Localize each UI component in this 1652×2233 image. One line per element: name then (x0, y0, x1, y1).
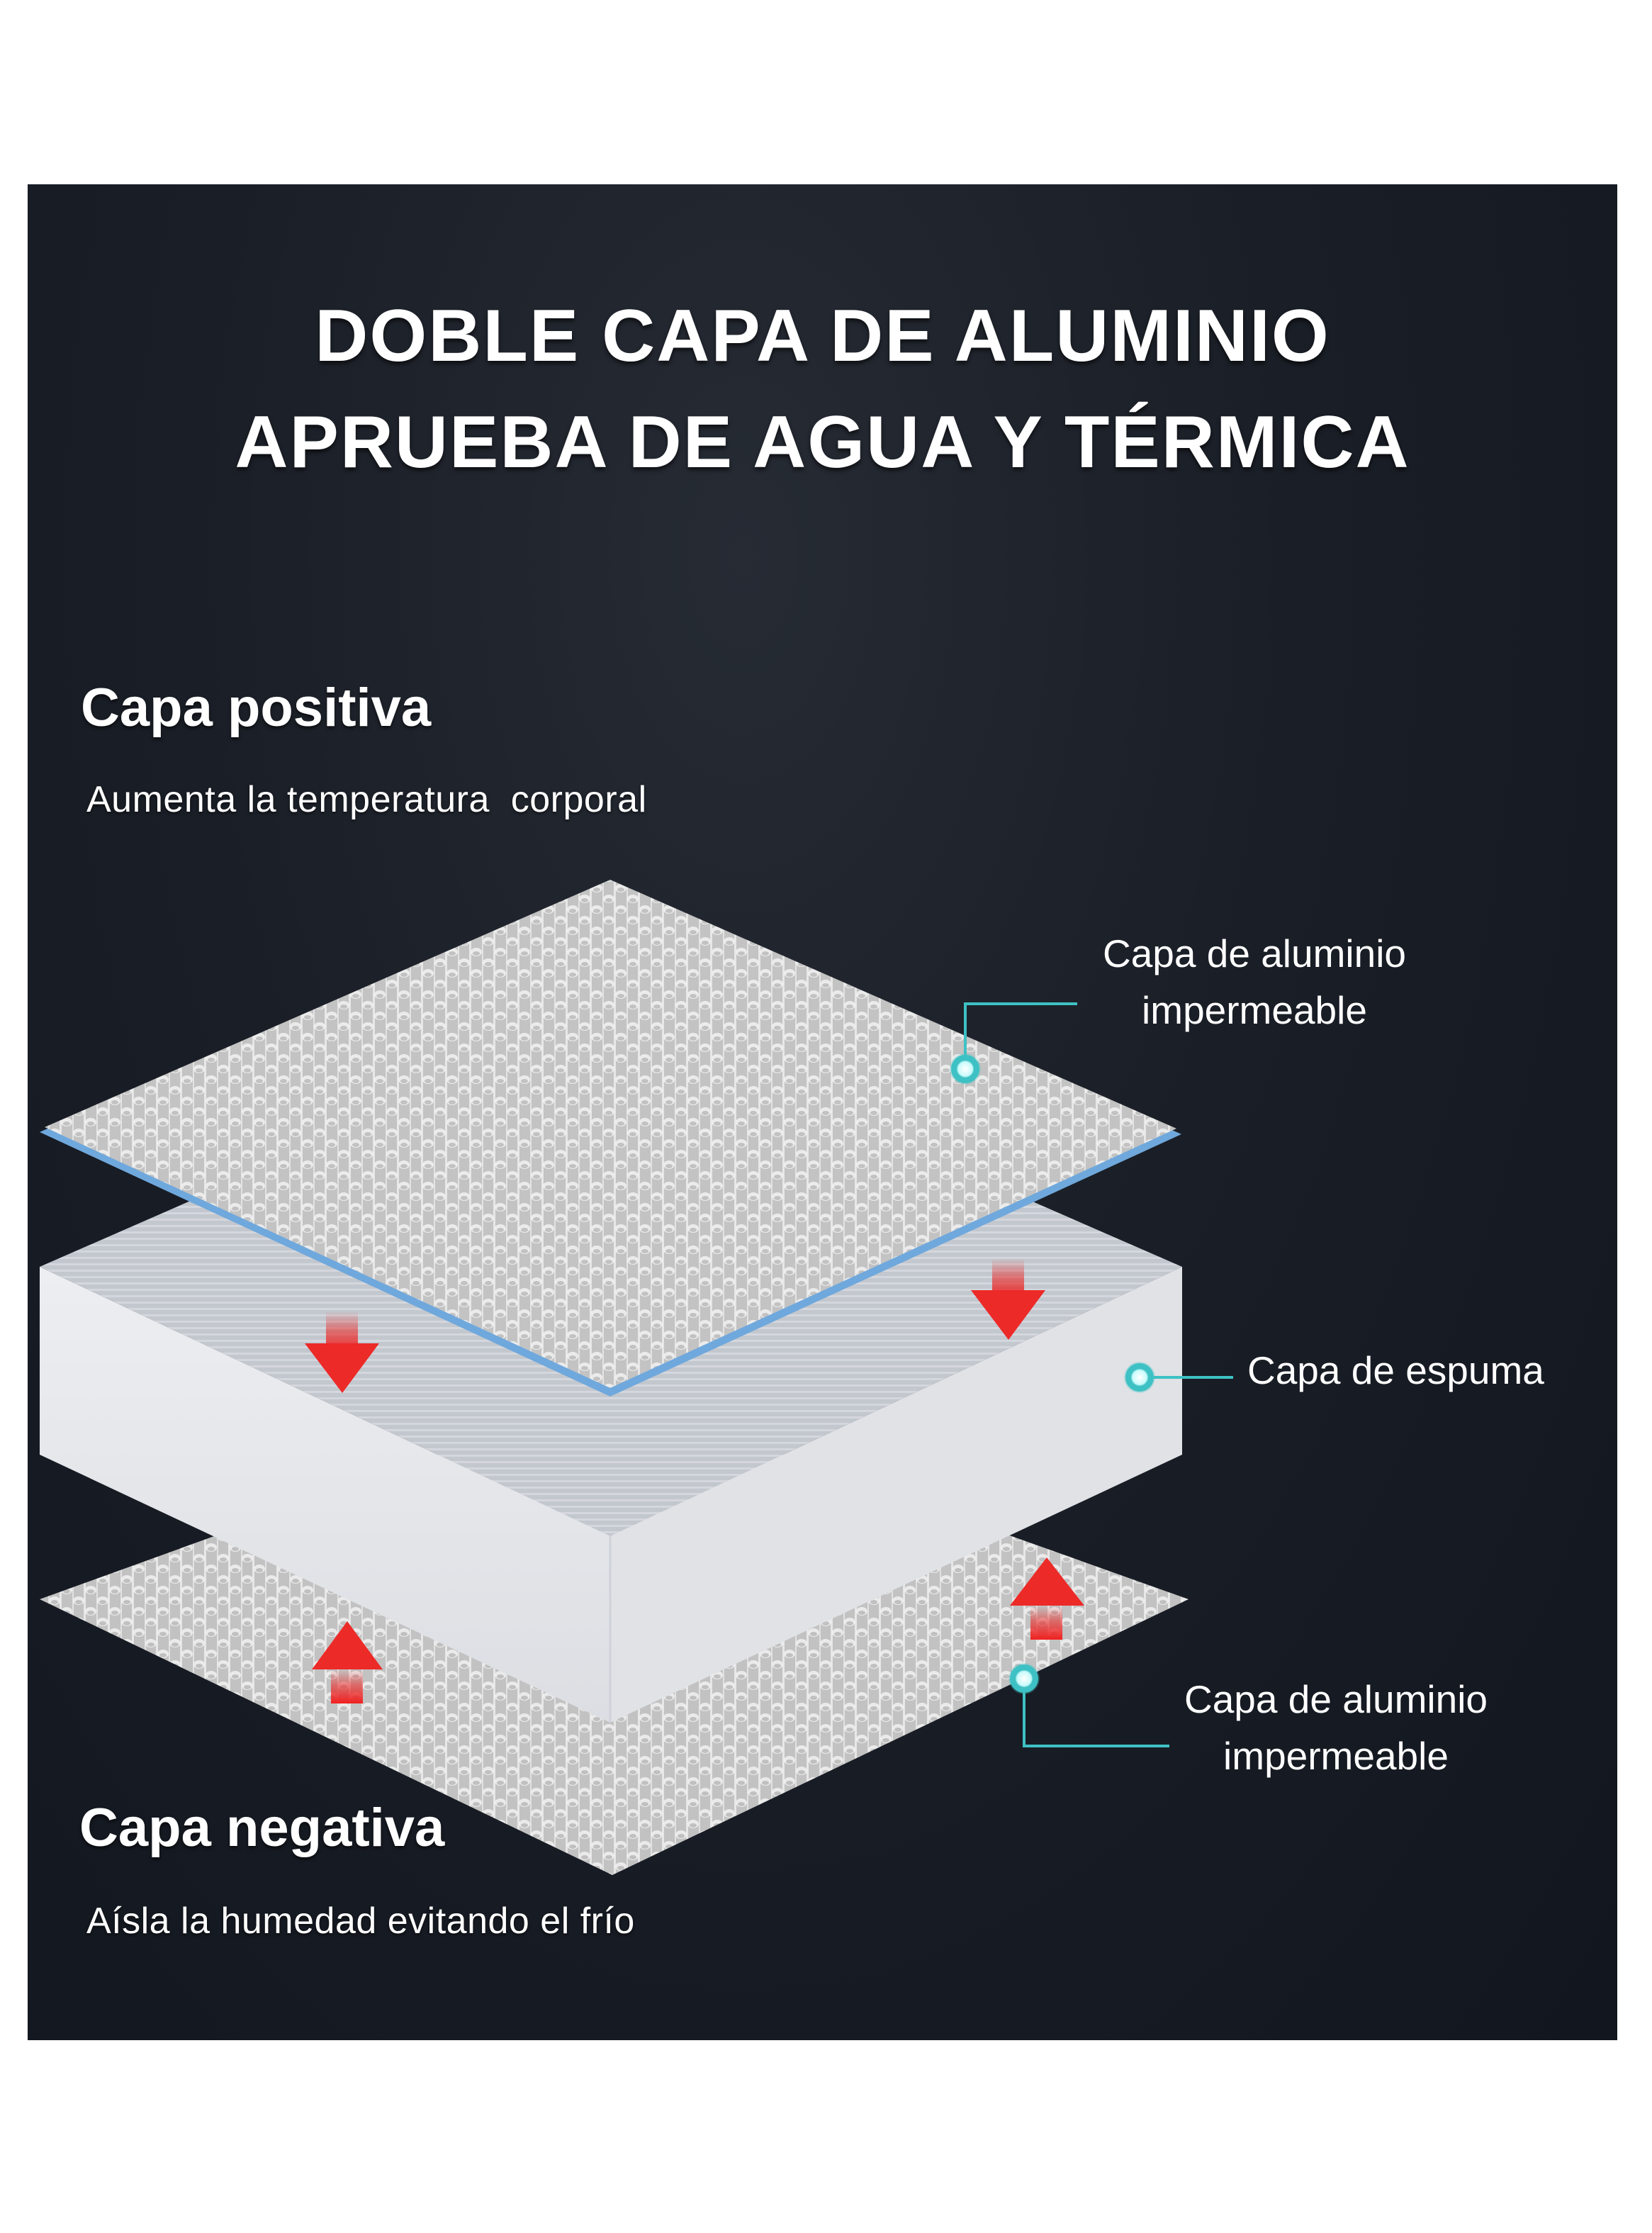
callout-connector-1 (950, 1002, 1077, 1085)
title-line-1: DOBLE CAPA DE ALUMINIO (315, 295, 1330, 377)
callout-line: Capa de aluminio (1184, 1677, 1488, 1721)
callout-connector-2 (1124, 1362, 1233, 1393)
callout-label-bottom-aluminum: Capa de aluminio impermeable (1169, 1671, 1502, 1784)
positive-layer-description: Aumenta la temperatura corporal (86, 779, 647, 820)
callout-line: Capa de aluminio (1102, 931, 1407, 975)
positive-layer-heading: Capa positiva (81, 678, 432, 738)
callout-line: impermeable (1223, 1734, 1449, 1778)
callout-label-foam: Capa de espuma (1247, 1342, 1573, 1399)
title-line-2: APRUEBA DE AGUA Y TÉRMICA (235, 401, 1410, 483)
arrow-down-icon (971, 1258, 1045, 1340)
callout-line: Capa de espuma (1247, 1348, 1544, 1392)
callout-label-top-aluminum: Capa de aluminio impermeable (1088, 925, 1421, 1039)
callout-line: impermeable (1142, 988, 1367, 1032)
top-aluminum-sheet (40, 880, 1181, 1397)
arrow-up-icon (312, 1621, 383, 1703)
callout-connector-3 (1008, 1663, 1169, 1747)
negative-layer-description: Aísla la humedad evitando el frío (86, 1901, 635, 1942)
negative-layer-heading: Capa negativa (79, 1798, 445, 1858)
arrow-up-icon (1010, 1557, 1084, 1640)
arrow-down-icon (305, 1311, 379, 1393)
